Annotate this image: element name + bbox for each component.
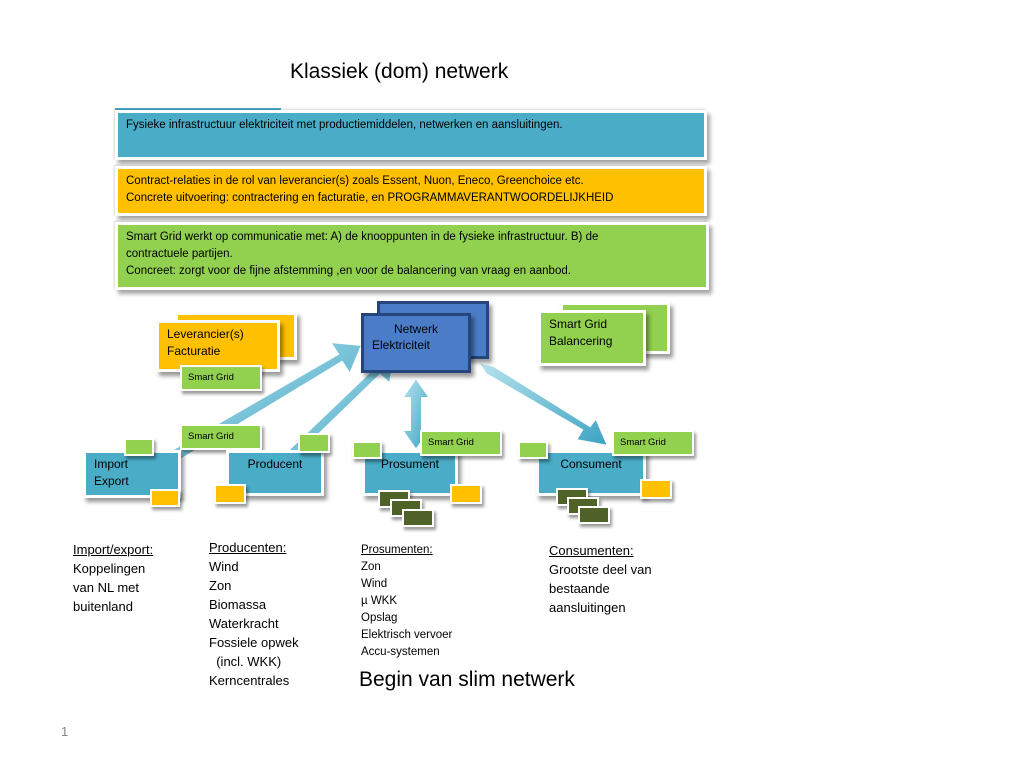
caption-prosumers-line: µ WKK bbox=[361, 595, 398, 607]
consumer-green-chip bbox=[518, 441, 548, 459]
import-label-line1: Import bbox=[94, 457, 129, 471]
caption-producers-line: Waterkracht bbox=[209, 616, 279, 631]
arrow-network-to-consumer bbox=[475, 360, 610, 448]
caption-producers-line: Fossiele opwek bbox=[209, 635, 299, 650]
import-green-chip bbox=[124, 438, 154, 456]
network-label-line1: Netwerk bbox=[393, 322, 438, 336]
balancing-label-line1: Smart Grid bbox=[549, 317, 608, 331]
infrastructure-band: Fysieke infrastructuur elektriciteit met… bbox=[115, 110, 707, 160]
prosumer-device-3 bbox=[402, 509, 434, 527]
smart-grid-chip-producer: Smart Grid bbox=[180, 424, 262, 450]
consumer-device-3 bbox=[578, 506, 610, 524]
caption-prosumers-line: Accu-systemen bbox=[361, 646, 440, 658]
smart-grid-text-line3: Concreet: zorgt voor de fijne afstemming… bbox=[126, 265, 571, 277]
caption-producers-line: Wind bbox=[209, 559, 239, 574]
import-orange-chip bbox=[150, 489, 180, 507]
caption-producers-line: Zon bbox=[209, 578, 232, 593]
prosumer-orange-chip bbox=[450, 484, 482, 504]
caption-consumers: Consumenten: Grootste deel van bestaande… bbox=[549, 541, 652, 617]
caption-import-line: van NL met bbox=[73, 580, 139, 595]
slide-title: Klassiek (dom) netwerk bbox=[290, 60, 509, 83]
caption-import-line: Koppelingen bbox=[73, 561, 146, 576]
caption-producers-line: Kerncentrales bbox=[209, 673, 290, 688]
bottom-title: Begin van slim netwerk bbox=[359, 668, 575, 691]
page-number: 1 bbox=[61, 724, 69, 739]
caption-producers: Producenten: Wind Zon Biomassa Waterkrac… bbox=[209, 538, 299, 690]
caption-consumers-line: Grootste deel van bbox=[549, 562, 652, 577]
contract-text-line1: Contract-relaties in de rol van leveranc… bbox=[126, 175, 584, 187]
import-label-line2: Export bbox=[94, 474, 129, 488]
balancing-label-line2: Balancering bbox=[549, 334, 613, 348]
smart-grid-band: Smart Grid werkt op communicatie met: A)… bbox=[115, 222, 709, 290]
caption-import: Import/export: Koppelingen van NL met bu… bbox=[73, 540, 153, 616]
caption-producers-line: Biomassa bbox=[209, 597, 267, 612]
supplier-label-line1: Leverancier(s) bbox=[167, 327, 244, 341]
caption-prosumers: Prosumenten: Zon Wind µ WKK Opslag Elekt… bbox=[361, 542, 452, 661]
prosumer-green-chip bbox=[352, 441, 382, 459]
smart-grid-chip-consumer: Smart Grid bbox=[612, 430, 694, 456]
caption-prosumers-line: Elektrisch vervoer bbox=[361, 629, 453, 641]
consumer-orange-chip bbox=[640, 479, 672, 499]
consumer-label: Consument bbox=[560, 457, 622, 471]
balancing-node: Smart Grid Balancering bbox=[538, 310, 646, 366]
prosumer-label: Prosument bbox=[380, 457, 440, 471]
producer-label: Producent bbox=[247, 457, 303, 471]
caption-producers-heading: Producenten: bbox=[209, 540, 287, 555]
caption-consumers-line: bestaande bbox=[549, 581, 610, 596]
caption-prosumers-line: Zon bbox=[361, 561, 381, 573]
smart-grid-text-line2: contractuele partijen. bbox=[126, 248, 233, 260]
network-label-line2: Elektriciteit bbox=[372, 338, 431, 352]
caption-prosumers-heading: Prosumenten: bbox=[361, 544, 433, 556]
caption-consumers-line: aansluitingen bbox=[549, 600, 626, 615]
network-node: Netwerk Elektriciteit bbox=[361, 313, 471, 373]
consumer-node: Consument bbox=[536, 450, 646, 496]
caption-import-heading: Import/export: bbox=[73, 542, 154, 557]
contract-band: Contract-relaties in de rol van leveranc… bbox=[115, 166, 707, 216]
producer-green-chip bbox=[298, 433, 330, 453]
caption-prosumers-line: Opslag bbox=[361, 612, 398, 624]
contract-text-line2: Concrete uitvoering: contractering en fa… bbox=[126, 192, 614, 204]
caption-import-line: buitenland bbox=[73, 599, 133, 614]
infrastructure-text: Fysieke infrastructuur elektriciteit met… bbox=[126, 119, 563, 131]
smart-grid-text-line1: Smart Grid werkt op communicatie met: A)… bbox=[126, 231, 599, 243]
smart-grid-chip-supplier: Smart Grid bbox=[180, 365, 262, 391]
supplier-label-line2: Facturatie bbox=[167, 344, 221, 358]
smart-grid-chip-prosumer: Smart Grid bbox=[420, 430, 502, 456]
supplier-node: Leverancier(s) Facturatie bbox=[156, 320, 280, 372]
caption-prosumers-line: Wind bbox=[361, 578, 388, 590]
caption-consumers-heading: Consumenten: bbox=[549, 543, 634, 558]
caption-producers-line: (incl. WKK) bbox=[209, 654, 282, 669]
producer-orange-chip bbox=[214, 484, 246, 504]
